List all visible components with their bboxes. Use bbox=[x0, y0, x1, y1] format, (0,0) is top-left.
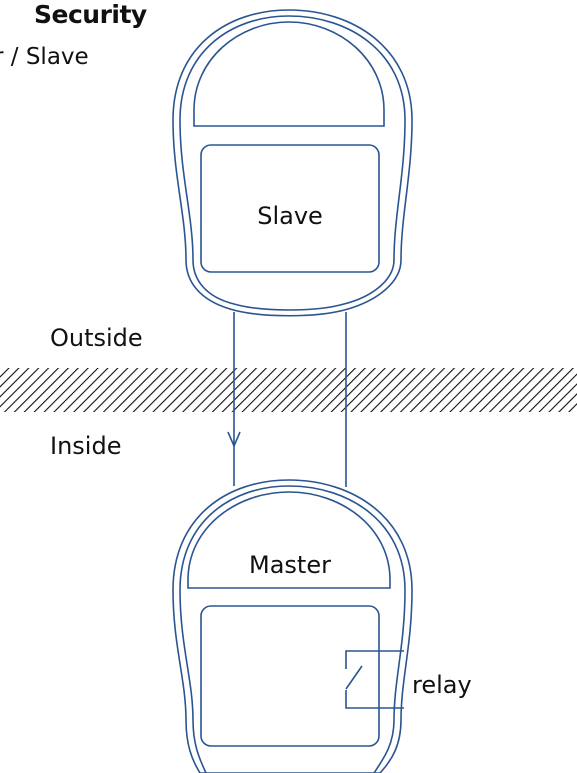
relay-label: relay bbox=[412, 671, 472, 699]
page-subtitle: r / Slave bbox=[0, 44, 89, 70]
slave-device bbox=[172, 9, 413, 317]
slave-display bbox=[200, 144, 380, 273]
master-label: Master bbox=[249, 551, 331, 579]
connection-lines bbox=[227, 312, 347, 487]
master-display bbox=[200, 605, 380, 747]
slave-top-panel bbox=[193, 21, 385, 127]
master-inner-shell bbox=[179, 485, 406, 773]
master-device bbox=[172, 479, 413, 773]
signal-arrow-icon bbox=[227, 431, 241, 449]
slave-label: Slave bbox=[257, 202, 323, 230]
page-title: Security bbox=[34, 0, 147, 29]
slave-inner-shell bbox=[179, 15, 406, 311]
relay-symbol-icon bbox=[345, 650, 404, 709]
master-top-panel bbox=[187, 491, 391, 589]
inside-label: Inside bbox=[50, 432, 121, 460]
master-outer-shell bbox=[172, 479, 413, 773]
wall-hatch bbox=[0, 368, 577, 412]
outside-label: Outside bbox=[50, 324, 143, 352]
slave-outer-shell bbox=[172, 9, 413, 317]
